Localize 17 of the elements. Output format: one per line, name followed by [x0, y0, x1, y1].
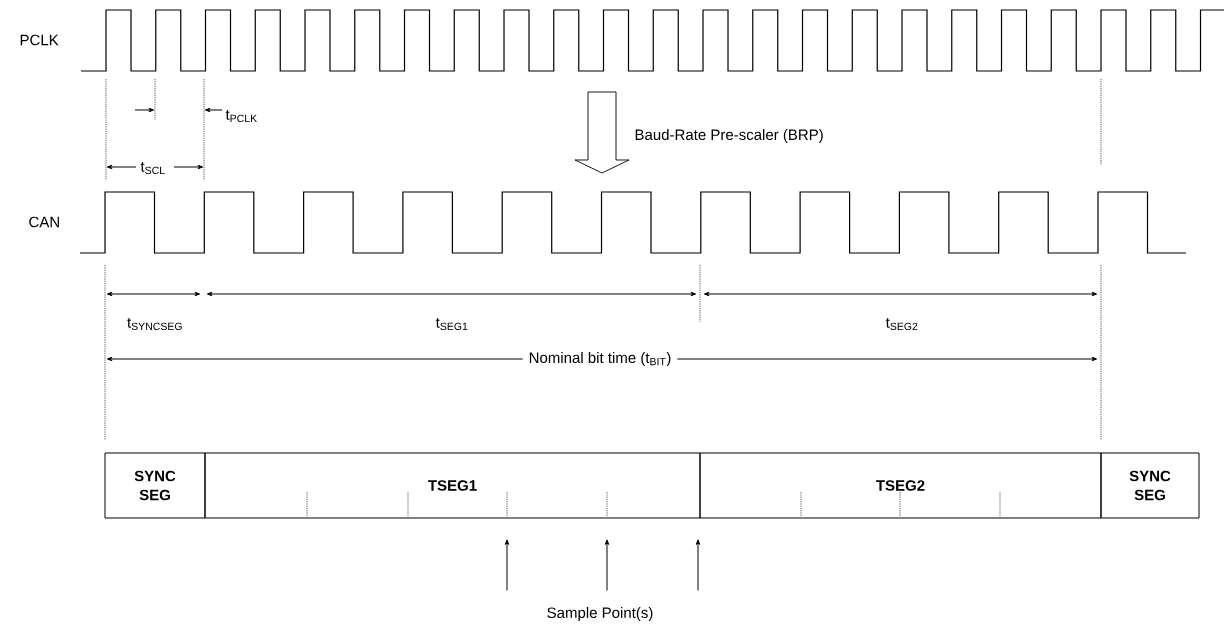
arrow [504, 539, 510, 591]
annotation-text: Sample Point(s) [547, 607, 653, 621]
timing-label: t$_{SEG1}$ [435, 317, 468, 331]
timing-label: t$_{SEG2}$ [885, 317, 918, 331]
segment-cell: TSEG2 [699, 452, 1102, 519]
annotation-text: Baud-Rate Pre-scaler (BRP) [635, 129, 823, 143]
signal-label: PCLK [20, 34, 59, 46]
arrow [604, 539, 610, 591]
segment-cell: SYNC SEG [104, 452, 206, 519]
segment-cell: SYNC SEG [1100, 452, 1200, 519]
timing-label: t$_{SYNCSEG}$ [127, 317, 182, 331]
segment-cell: TSEG1 [204, 452, 701, 519]
dimension-label: Nominal bit time (t$_{BIT}$) [522, 351, 678, 367]
timing-label: t$_{SCL}$ [136, 160, 170, 176]
signal-label: CAN [29, 216, 59, 228]
arrow [695, 539, 701, 591]
timing-label: t$_{PCLK}$ [225, 109, 257, 123]
